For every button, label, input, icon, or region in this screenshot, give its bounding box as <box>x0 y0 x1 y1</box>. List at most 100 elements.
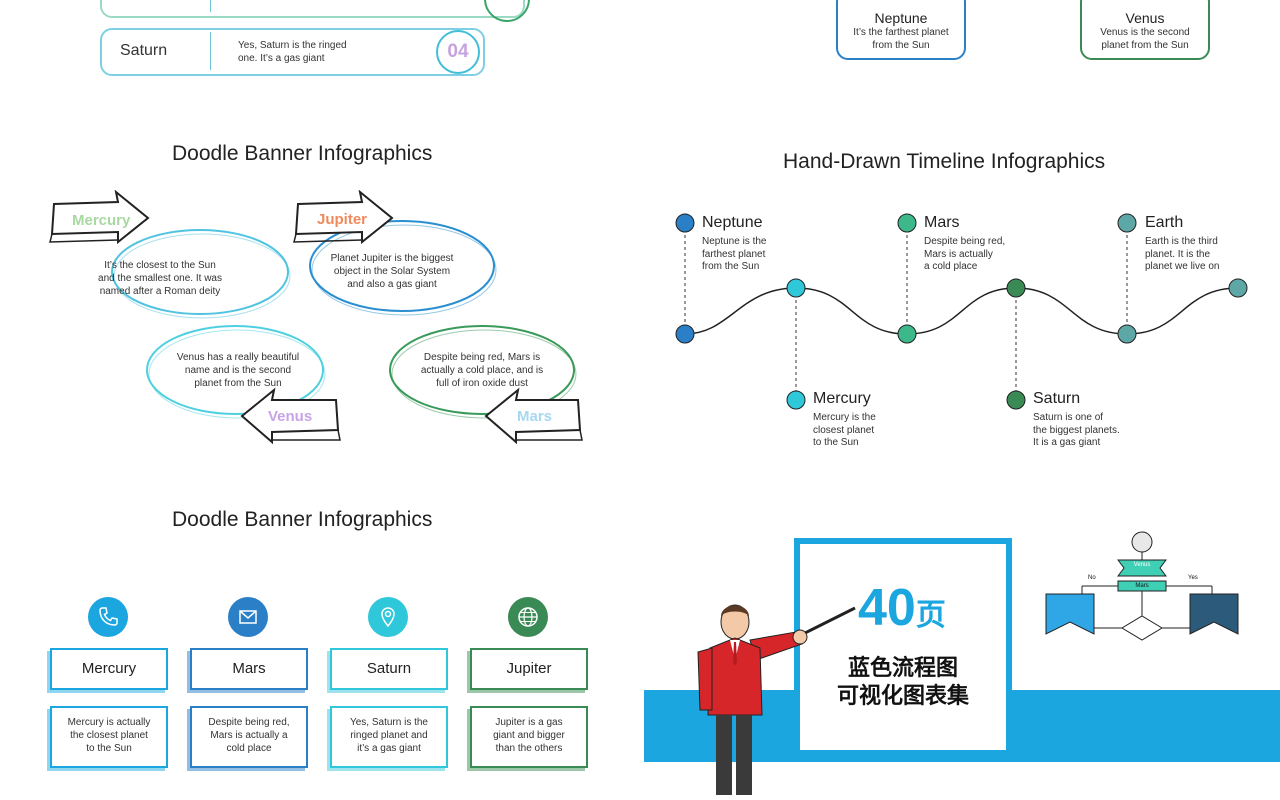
banner2-title: Doodle Banner Infographics <box>172 508 433 531</box>
text-line: Mars is actually <box>924 248 993 260</box>
text-line: closest planet <box>813 424 875 436</box>
text-line: it’s a gas giant <box>357 743 421 754</box>
bubble-line: It’s the farthest planet <box>853 27 949 38</box>
flow-yes-label: Yes <box>1188 575 1198 581</box>
timeline-title: Hand-Drawn Timeline Infographics <box>783 150 1106 173</box>
desc-line: Yes, Saturn is the ringed <box>238 40 347 51</box>
timeline-graphic <box>675 213 1248 410</box>
label-box-mars: Mars <box>190 648 308 690</box>
label-box-saturn: Saturn <box>330 648 448 690</box>
text-line: from the Sun <box>702 261 760 272</box>
node-saturn-bottom <box>1006 390 1026 410</box>
ellipse-venus <box>146 325 324 415</box>
text-line: full of iron oxide dust <box>436 378 528 389</box>
banner1-graphic <box>49 190 583 445</box>
flow-right-banner <box>1189 593 1239 635</box>
timeline-heading: Saturn <box>1033 390 1081 407</box>
flow-decision-diamond <box>1121 615 1163 641</box>
node-mars-wave <box>897 324 917 344</box>
arrow-label-mars: Mars <box>517 408 553 425</box>
text-line: Despite being red, Mars is <box>423 352 541 363</box>
text-line: object in the Solar System <box>333 266 451 277</box>
ellipse-mars <box>389 325 575 415</box>
text-box-mercury: Mercury is actually the closest planet t… <box>50 706 168 768</box>
arrow-mercury <box>49 190 150 245</box>
text-line: Venus has a really beautiful <box>176 352 300 363</box>
timeline-heading: Earth <box>1145 214 1184 231</box>
text-line: Earth is the third <box>1145 236 1218 247</box>
timeline-wave <box>684 287 1239 335</box>
promo-line-2: 可视化图表集 <box>836 683 969 708</box>
flow-venus-banner <box>1117 559 1167 577</box>
flow-mars-label: Mars <box>1135 583 1149 589</box>
presenter-hand <box>792 629 808 645</box>
ellipse-mars-shadow <box>391 329 577 419</box>
card-row-partial <box>100 0 525 18</box>
promo-line-1: 蓝色流程图 <box>847 655 958 680</box>
ellipse-text-venus: Venus has a really beautiful name and is… <box>158 351 318 390</box>
card-separator <box>210 0 211 12</box>
text-line: Mars is actually a <box>210 730 288 741</box>
text-line: Yes, Saturn is the <box>349 717 428 728</box>
globe-icon <box>508 597 548 637</box>
text-line: and also a gas giant <box>347 279 437 290</box>
timeline-item-mars: Mars Despite being red, Mars is actually… <box>924 214 1005 274</box>
ellipse-text-mercury: It’s the closest to the Sun and the smal… <box>80 259 240 298</box>
text-line: name and is the second <box>184 365 292 376</box>
ellipse-jupiter <box>309 220 495 312</box>
card-row-saturn: Saturn Yes, Saturn is the ringed one. It… <box>100 28 485 76</box>
presenter-tie <box>733 642 737 666</box>
flow-left-banner <box>1045 593 1095 635</box>
ellipse-venus-shadow <box>148 329 326 419</box>
arrow-label-jupiter: Jupiter <box>317 211 368 228</box>
timeline-heading: Mercury <box>813 390 871 407</box>
node-saturn-wave <box>1006 278 1026 298</box>
bubble-line: Venus is the second <box>1100 27 1190 38</box>
text-box-mars: Despite being red, Mars is actually a co… <box>190 706 308 768</box>
text-line: actually a cold place, and is <box>420 365 544 376</box>
timeline-text: Saturn is one of the biggest planets. It… <box>1033 412 1120 450</box>
mini-flowchart <box>1045 531 1239 641</box>
bubble-title: Neptune <box>874 10 928 26</box>
text-box-saturn: Yes, Saturn is the ringed planet and it’… <box>330 706 448 768</box>
text-line: Jupiter is a gas <box>495 717 563 728</box>
node-earth-top <box>1117 213 1137 233</box>
text-line: named after a Roman deity <box>99 286 221 297</box>
bubble-neptune: Neptune It’s the farthest planet from th… <box>836 0 966 60</box>
timeline-item-mercury: Mercury Mercury is the closest planet to… <box>813 390 876 450</box>
text-line: planet from the Sun <box>194 378 282 389</box>
text-line: giant and bigger <box>493 730 565 741</box>
promo-number: 40 <box>858 579 916 637</box>
promo-card: 40页 蓝色流程图 可视化图表集 <box>794 538 1012 756</box>
text-line: a cold place <box>924 261 978 272</box>
timeline-item-neptune: Neptune Neptune is the farthest planet f… <box>702 214 767 274</box>
number-circle-04: 04 <box>436 30 480 74</box>
bubble-line: from the Sun <box>872 40 930 51</box>
promo-count: 40页 <box>858 578 946 638</box>
phone-icon <box>88 597 128 637</box>
flow-venus-label: Venus <box>1133 562 1151 568</box>
timeline-item-saturn: Saturn Saturn is one of the biggest plan… <box>1033 390 1120 450</box>
flow-start-node <box>1131 531 1153 553</box>
card-saturn-desc: Yes, Saturn is the ringed one. It’s a ga… <box>238 39 347 65</box>
label-box-mercury: Mercury <box>50 648 168 690</box>
ellipse-jupiter-shadow <box>311 224 497 316</box>
text-line: It’s the closest to the Sun <box>104 260 216 271</box>
timeline-text: Despite being red, Mars is actually a co… <box>924 236 1005 274</box>
presenter-illustration <box>697 604 856 795</box>
node-neptune-top <box>675 213 695 233</box>
arrow-venus <box>240 387 341 445</box>
flow-no-label: No <box>1088 575 1096 581</box>
presenter-leg-right <box>736 715 752 795</box>
text-line: Neptune is the <box>702 236 767 247</box>
text-line: planet we live on <box>1145 261 1220 272</box>
node-end-wave <box>1228 278 1248 298</box>
node-earth-wave <box>1117 324 1137 344</box>
text-line: Mercury is actually <box>67 717 151 728</box>
card-saturn-name: Saturn <box>120 42 168 59</box>
bubble-title: Venus <box>1125 10 1165 26</box>
promo-unit: 页 <box>915 599 946 632</box>
text-line: planet. It is the <box>1145 248 1211 260</box>
timeline-item-earth: Earth Earth is the third planet. It is t… <box>1145 214 1220 274</box>
node-mercury-bottom <box>786 390 806 410</box>
